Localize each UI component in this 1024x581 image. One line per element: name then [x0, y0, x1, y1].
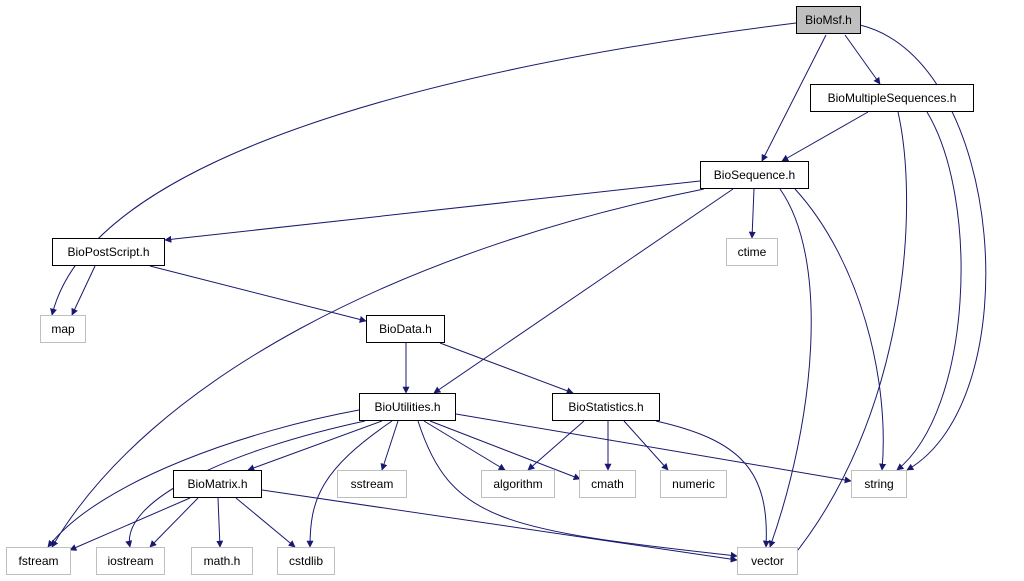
edge-biomultiplesequences-to-vector [789, 111, 908, 561]
node-label: numeric [672, 477, 715, 491]
node-math_h: math.h [191, 547, 253, 575]
edge-bioutilities-to-cmath [429, 420, 581, 480]
edge-biosequence-to-string [794, 188, 887, 471]
edge-biomultiplesequences-to-biosequence [781, 111, 869, 162]
node-algorithm: algorithm [481, 470, 555, 498]
edge-biomatrix-to-fstream [69, 497, 191, 551]
node-label: math.h [203, 554, 241, 568]
node-label: sstream [350, 477, 394, 491]
node-bioutilities[interactable]: BioUtilities.h [359, 393, 456, 421]
edge-biostatistics-to-vector [655, 420, 770, 548]
node-label: BioUtilities.h [374, 400, 441, 414]
edge-bioutilities-to-cstdlib [306, 420, 393, 548]
node-label: BioSequence.h [713, 168, 796, 182]
node-cmath: cmath [579, 470, 636, 498]
node-biomultiplesequences[interactable]: BioMultipleSequences.h [810, 84, 974, 112]
edge-biomsf-to-string [859, 24, 987, 471]
node-sstream: sstream [337, 470, 407, 498]
node-map: map [40, 315, 86, 343]
node-label: map [51, 322, 75, 336]
node-label: BioPostScript.h [67, 245, 150, 259]
edge-biosequence-to-biopostscript [164, 180, 701, 243]
node-ctime: ctime [726, 238, 778, 266]
edge-bioutilities-to-algorithm [423, 420, 506, 471]
edge-biopostscript-to-biodata [149, 265, 367, 323]
edge-bioutilities-to-fstream [47, 409, 360, 548]
node-label: cstdlib [288, 554, 323, 568]
node-label: BioMultipleSequences.h [827, 91, 957, 105]
node-cstdlib: cstdlib [277, 547, 335, 575]
edge-biomatrix-to-cstdlib [235, 497, 296, 548]
node-label: BioMsf.h [805, 13, 852, 27]
edge-bioutilities-to-string [455, 413, 852, 484]
node-biosequence[interactable]: BioSequence.h [700, 161, 809, 189]
edge-biosequence-to-ctime [748, 188, 756, 239]
edge-biomultiplesequences-to-string [896, 111, 962, 471]
node-biopostscript[interactable]: BioPostScript.h [52, 238, 165, 266]
node-vector: vector [737, 547, 798, 575]
node-label: BioStatistics.h [568, 400, 644, 414]
edge-biosequence-to-vector [768, 188, 812, 548]
edge-bioutilities-to-biomatrix [247, 420, 383, 472]
node-biomsf[interactable]: BioMsf.h [796, 6, 861, 34]
node-label: BioData.h [379, 322, 432, 336]
node-fstream: fstream [6, 547, 71, 575]
edge-biosequence-to-bioutilities [433, 188, 734, 394]
node-label: vector [751, 554, 784, 568]
node-biodata[interactable]: BioData.h [366, 315, 445, 343]
node-label: iostream [107, 554, 154, 568]
node-iostream: iostream [96, 547, 165, 575]
node-label: BioMatrix.h [187, 477, 248, 491]
edge-biostatistics-to-numeric [623, 420, 669, 471]
edge-bioutilities-to-vector [417, 420, 738, 559]
edge-biomatrix-to-vector [261, 489, 738, 563]
edge-biomsf-to-map [50, 22, 797, 316]
node-label: string [864, 477, 894, 491]
node-label: algorithm [493, 477, 543, 491]
node-string: string [851, 470, 907, 498]
edge-biostatistics-to-algorithm [527, 420, 585, 471]
edge-biomatrix-to-math_h [216, 497, 224, 548]
node-biomatrix[interactable]: BioMatrix.h [173, 470, 262, 498]
edge-biomsf-to-biosequence [761, 34, 827, 162]
edge-biopostscript-to-map [71, 265, 96, 316]
edge-biosequence-to-fstream [51, 188, 705, 548]
node-label: fstream [18, 554, 59, 568]
node-label: ctime [737, 245, 767, 259]
edge-biomatrix-to-iostream [149, 497, 199, 548]
node-biostatistics[interactable]: BioStatistics.h [552, 393, 660, 421]
edge-biodata-to-biostatistics [439, 342, 574, 395]
node-numeric: numeric [660, 470, 727, 498]
node-label: cmath [591, 477, 624, 491]
edge-biomsf-to-biomultiplesequences [844, 34, 881, 85]
edge-bioutilities-to-sstream [380, 420, 399, 471]
